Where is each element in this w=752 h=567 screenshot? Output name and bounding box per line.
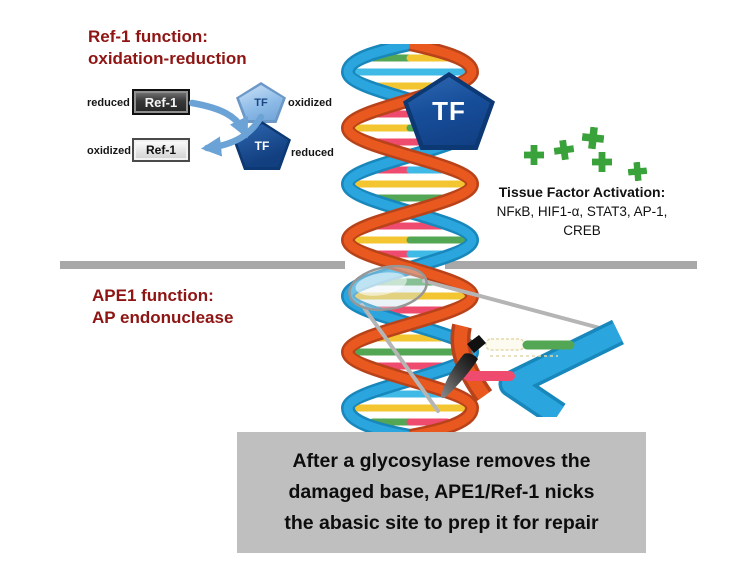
dna-fragment-zoom <box>441 319 624 417</box>
section-divider-left <box>60 261 345 269</box>
label-oxidized-left: oxidized <box>87 145 132 157</box>
activation-cross-icon <box>592 152 612 172</box>
callout-line-upper <box>422 279 613 333</box>
label-reduced-left: reduced <box>87 97 130 109</box>
caption-line3: the abasic site to prep it for repair <box>284 512 599 534</box>
ref1-box-oxidized: Ref-1 <box>132 138 190 162</box>
ape1-section-title: APE1 function: AP endonuclease <box>92 285 233 329</box>
caption-box: After a glycosylase removes the damaged … <box>237 432 646 553</box>
magnifier-callout <box>348 264 613 413</box>
tissue-factor-line1: NFκB, HIF1-α, STAT3, AP-1, <box>496 204 668 219</box>
ref1-section-title: Ref-1 function: oxidation-reduction <box>88 26 247 70</box>
nick-arrow-icon <box>441 335 486 399</box>
ref1-box-reduced: Ref-1 <box>132 89 190 115</box>
redox-exchange-arrows-icon <box>188 99 265 157</box>
ape1-title-line1: APE1 function: <box>92 286 214 305</box>
activation-cross-icon <box>627 161 648 182</box>
activation-cross-icon <box>524 145 544 165</box>
tissue-factor-text-block: Tissue Factor Activation: NFκB, HIF1-α, … <box>462 183 702 240</box>
section-divider-right <box>445 261 697 269</box>
tissue-factor-title: Tissue Factor Activation: <box>498 184 666 200</box>
fragment-strand-blue <box>498 319 624 417</box>
arrow-ref1-to-tf <box>188 99 249 139</box>
arrow-tf-to-ref1 <box>200 113 265 157</box>
caption-line2: damaged base, APE1/Ref-1 nicks <box>288 481 595 503</box>
activation-cross-icon <box>581 126 605 150</box>
tissue-factor-line2: CREB <box>563 223 601 238</box>
ref1-box-oxidized-label: Ref-1 <box>145 143 176 157</box>
ref1-title-line2: oxidation-reduction <box>88 49 247 68</box>
caption-line1: After a glycosylase removes the <box>292 450 591 472</box>
ape1-title-line2: AP endonuclease <box>92 308 234 327</box>
activation-cross-icon <box>553 139 576 162</box>
label-reduced-right: reduced <box>291 147 334 159</box>
label-oxidized-right: oxidized <box>288 97 333 109</box>
callout-line-lower <box>360 303 440 413</box>
magnifying-glass-icon <box>348 264 428 312</box>
ref1-box-reduced-label: Ref-1 <box>144 94 178 110</box>
ref1-title-line1: Ref-1 function: <box>88 27 208 46</box>
abasic-site-ghost-rung <box>485 338 525 351</box>
